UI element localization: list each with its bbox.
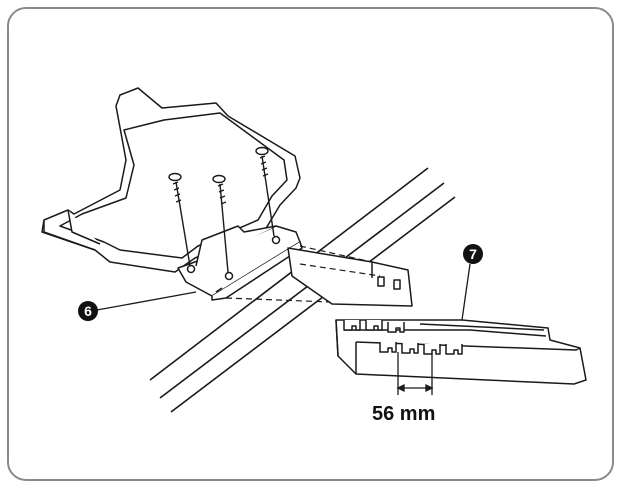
callout-7-badge [463,244,483,264]
alignment-lines [225,245,381,303]
callout-6-number: 6 [84,303,92,319]
screws [168,146,275,273]
table-edge [149,167,456,413]
callout-7: 7 [463,244,483,264]
dimension-label: 56 mm [372,403,435,425]
bracket-part-6 [177,225,303,301]
pencil-tray-part-7 [335,319,587,385]
callout-6: 6 [78,301,98,321]
dimension-indicator [396,352,434,395]
callout-7-number: 7 [469,246,477,262]
leader-lines [96,263,471,321]
callout-6-badge [78,301,98,321]
